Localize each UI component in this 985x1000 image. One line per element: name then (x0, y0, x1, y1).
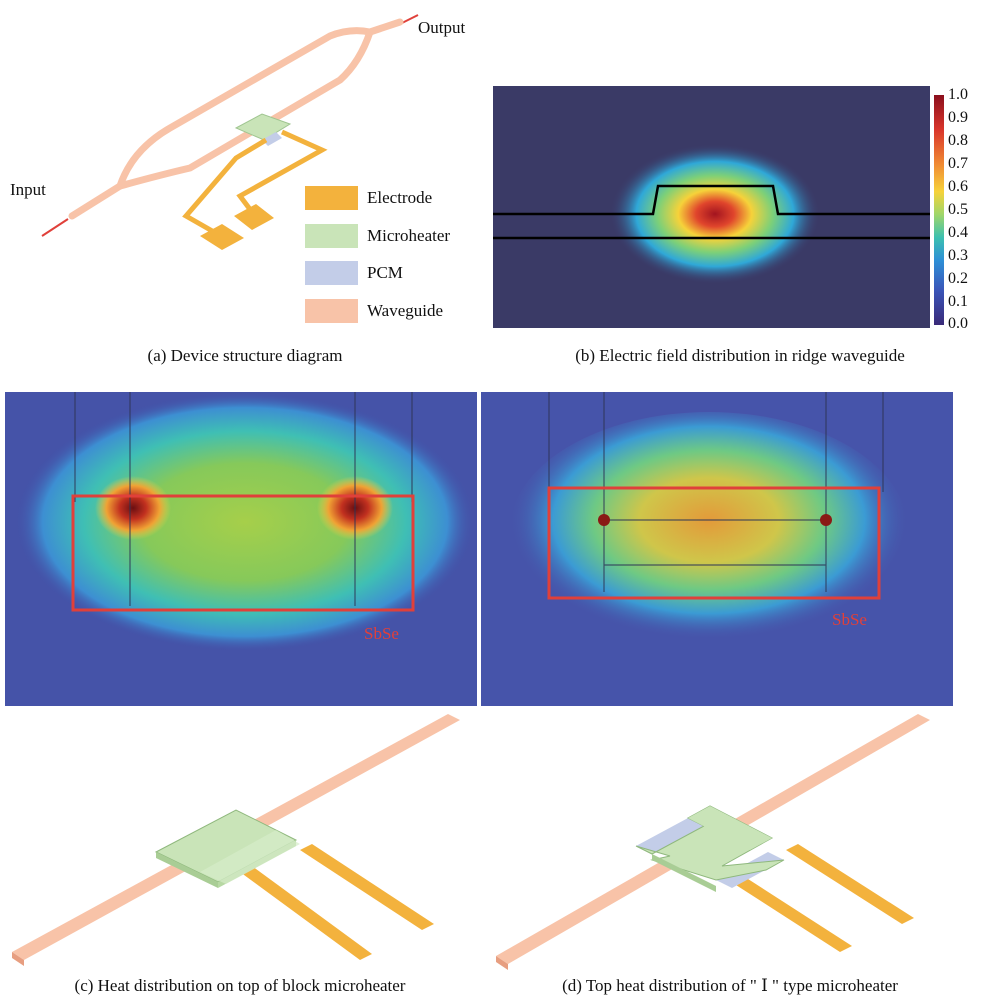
legend-label-electrode: Electrode (367, 188, 433, 207)
device-structure-diagram (41, 14, 419, 250)
electrode-traces (182, 129, 328, 235)
ridge-outline (493, 184, 930, 216)
hot-spot-left (598, 514, 610, 526)
panel-b (493, 86, 930, 328)
panel-d: SbSe (481, 392, 953, 706)
legend-label-waveguide: Waveguide (367, 301, 444, 320)
colorbar-tick: 0.3 (948, 247, 968, 264)
heat-map-block (5, 392, 477, 706)
colorbar-tick: 0.5 (948, 201, 968, 218)
electrode-3d (240, 866, 372, 960)
legend-swatch-pcm (305, 261, 358, 285)
legend-swatch-waveguide (305, 299, 358, 323)
colorbar-tick: 0.7 (948, 155, 968, 172)
legend-label-microheater: Microheater (367, 226, 451, 245)
pcm-block (262, 132, 282, 146)
hot-spot-right (820, 514, 832, 526)
colorbar-tick: 0.6 (948, 178, 968, 195)
caption-b: (b) Electric field distribution in ridge… (575, 346, 905, 365)
legend-swatch-microheater (305, 224, 358, 248)
colorbar-tick: 0.1 (948, 293, 968, 310)
panel-c-3d (0, 710, 480, 972)
field-mode (610, 144, 820, 284)
electrode-pad-2 (234, 204, 274, 230)
colorbar-tick: 0.0 (948, 315, 968, 332)
caption-d: (d) Top heat distribution of " Ⅰ " type … (562, 976, 898, 995)
caption-c: (c) Heat distribution on top of block mi… (74, 976, 406, 995)
sbse-region-outline (547, 486, 881, 600)
i-type-microheater-3d (496, 714, 930, 970)
block-microheater-3d (12, 714, 460, 966)
colorbar-tick: 0.4 (948, 224, 968, 241)
input-label: Input (10, 180, 46, 199)
panel-d-3d (490, 710, 970, 972)
colorbar (934, 95, 944, 325)
pcm-strip-3d (636, 818, 704, 854)
colorbar-tick: 1.0 (948, 86, 968, 103)
mzi-waveguide (68, 18, 404, 220)
hot-spot-left (95, 476, 171, 540)
sbse-label: SbSe (832, 610, 867, 629)
colorbar-tick: 0.9 (948, 109, 968, 126)
colorbar-tick: 0.8 (948, 132, 968, 149)
legend-label-pcm: PCM (367, 263, 403, 282)
electrode-3d (300, 844, 434, 930)
electrode-3d (722, 870, 852, 952)
caption-a: (a) Device structure diagram (147, 346, 343, 365)
heat-map-i-type (481, 392, 953, 706)
colorbar-tick: 0.2 (948, 270, 968, 287)
sbse-label: SbSe (364, 624, 399, 643)
panel-a: Input Output Electrode Microheater PCM W… (0, 0, 490, 340)
input-tip (41, 218, 69, 237)
electric-field-plot (493, 86, 930, 328)
legend-swatch-electrode (305, 186, 358, 210)
sbse-region-outline (71, 494, 415, 612)
panel-c: SbSe (5, 392, 477, 706)
output-label: Output (418, 18, 466, 37)
electrode-pad-1 (200, 224, 244, 250)
electrode-3d (786, 844, 914, 924)
microheater-block (234, 113, 292, 141)
